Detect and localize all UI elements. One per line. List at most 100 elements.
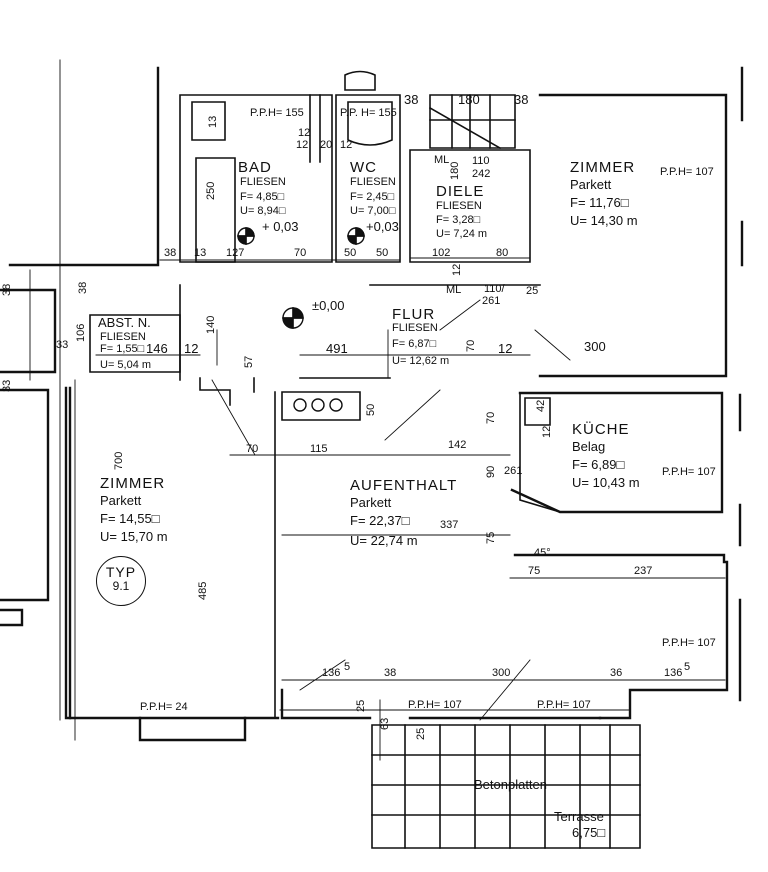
dim-242: 242: [472, 168, 491, 180]
dim-33a: 33: [56, 339, 69, 351]
aufenthalt-perim: U= 22,74 m: [350, 533, 418, 548]
dim-115: 115: [310, 443, 328, 455]
dim-38b: 38: [514, 92, 529, 107]
bad-perim: U= 8,94□: [240, 205, 286, 217]
pph-bad: P.P.H= 155: [250, 107, 304, 119]
zimmer1-floor: Parkett: [570, 177, 612, 192]
aufenthalt-name: AUFENTHALT: [350, 477, 458, 494]
type-line2: 9.1: [112, 579, 130, 594]
dim-300b: 300: [492, 667, 511, 679]
pph-kueche: P.P.H= 107: [662, 466, 716, 478]
dim-75b: 75: [528, 565, 541, 577]
abst-name: ABST. N.: [98, 315, 151, 330]
bad-floor: FLIESEN: [240, 176, 286, 188]
flur-area: F= 6,87□: [392, 338, 437, 350]
dim-146: 146: [146, 341, 168, 356]
kueche-area: F= 6,89□: [572, 457, 625, 472]
wc-area: F= 2,45□: [350, 191, 395, 203]
surface-label: Betonplatten: [474, 777, 548, 792]
dim-50c: 50: [365, 403, 377, 416]
terrasse-name: Terrasse: [554, 809, 604, 824]
dim-25: 25: [526, 285, 539, 297]
diele-area: F= 3,28□: [436, 214, 481, 226]
dim-38e: 38: [77, 281, 89, 294]
dim-491: 491: [326, 341, 348, 356]
dim-12f: 12: [498, 341, 513, 356]
dim-45: 45°: [534, 547, 551, 559]
zimmer1-name: ZIMMER: [570, 159, 636, 176]
dim-90: 90: [485, 465, 497, 478]
dim-300a: 300: [584, 339, 606, 354]
ml-label-2: ML: [446, 284, 462, 296]
main-level: ±0,00: [312, 298, 345, 313]
dim-261: 261: [482, 295, 501, 307]
bad-name: BAD: [238, 159, 272, 176]
dim-106: 106: [75, 323, 87, 342]
dim-261b: 261: [504, 465, 523, 477]
wc-name: WC: [350, 159, 377, 176]
kueche-floor: Belag: [572, 439, 606, 454]
dim-25c: 25: [415, 727, 427, 740]
dim-12e: 12: [184, 341, 199, 356]
dim-20: 20: [320, 139, 333, 151]
aufenthalt-floor: Parkett: [350, 495, 392, 510]
abst-area: F= 1,55□: [100, 343, 145, 355]
bad-level: + 0,03: [262, 219, 299, 234]
dim-485: 485: [197, 581, 209, 600]
dim-50a: 50: [344, 247, 357, 259]
wc-level: +0,03: [366, 219, 399, 234]
dim-38d: 38: [1, 283, 13, 296]
dim-36: 36: [610, 667, 623, 679]
zimmer2-perim: U= 15,70 m: [100, 529, 168, 544]
dim-50b: 50: [376, 247, 389, 259]
dim-127: 127: [226, 247, 245, 259]
pph-door1: P.P.H= 107: [408, 699, 462, 711]
dim-12g: 12: [541, 425, 553, 438]
flur-perim: U= 12,62 m: [392, 355, 450, 367]
pph-door2: P.P.H= 107: [537, 699, 591, 711]
ml-label-1: ML: [434, 154, 450, 166]
aufenthalt-area: F= 22,37□: [350, 513, 410, 528]
dim-5a: 5: [344, 661, 351, 673]
dim-13: 13: [207, 115, 219, 128]
dim-42: 42: [535, 399, 547, 412]
pph-aufenthalt: P.P.H= 107: [662, 637, 716, 649]
dim-237: 237: [634, 565, 653, 577]
pph-wc: P.P. H= 155: [340, 107, 397, 119]
dim-110: 110: [472, 155, 490, 167]
dim-12d: 12: [451, 263, 463, 276]
dim-337: 337: [440, 519, 459, 531]
zimmer1-area: F= 11,76□: [570, 195, 629, 210]
dim-38c: 38: [164, 247, 177, 259]
dim-70c: 70: [246, 443, 259, 455]
diele-name: DIELE: [436, 183, 485, 200]
interior-walls: [89, 70, 641, 849]
dim-1365a: 136: [322, 667, 341, 679]
dim-38a: 38: [404, 92, 419, 107]
diele-perim: U= 7,24 m: [436, 228, 488, 240]
dim-110-261: 110/: [484, 283, 505, 295]
kueche-perim: U= 10,43 m: [572, 475, 640, 490]
kueche-name: KÜCHE: [572, 421, 630, 438]
diele-floor: FLIESEN: [436, 200, 482, 212]
pph-zimmer2: P.P.H= 24: [140, 701, 188, 713]
type-line1: TYP: [105, 564, 137, 580]
dim-180b: 180: [449, 161, 461, 180]
dim-25b: 25: [355, 699, 367, 712]
dim-80: 80: [496, 247, 509, 259]
dim-700: 700: [113, 451, 125, 470]
wc-floor: FLIESEN: [350, 176, 396, 188]
dim-12a: 12: [298, 127, 311, 139]
level-symbols: [237, 227, 365, 412]
wc-perim: U= 7,00□: [350, 205, 396, 217]
dim-180: 180: [458, 92, 480, 107]
dim-57: 57: [243, 355, 255, 368]
dim-70a: 70: [294, 247, 307, 259]
terrasse-area: 6,75□: [572, 825, 606, 840]
dim-5b: 5: [684, 661, 691, 673]
flur-floor: FLIESEN: [392, 322, 438, 334]
dim-33b: 33: [1, 379, 13, 392]
outer-walls: [0, 66, 744, 742]
abst-floor: FLIESEN: [100, 331, 146, 343]
